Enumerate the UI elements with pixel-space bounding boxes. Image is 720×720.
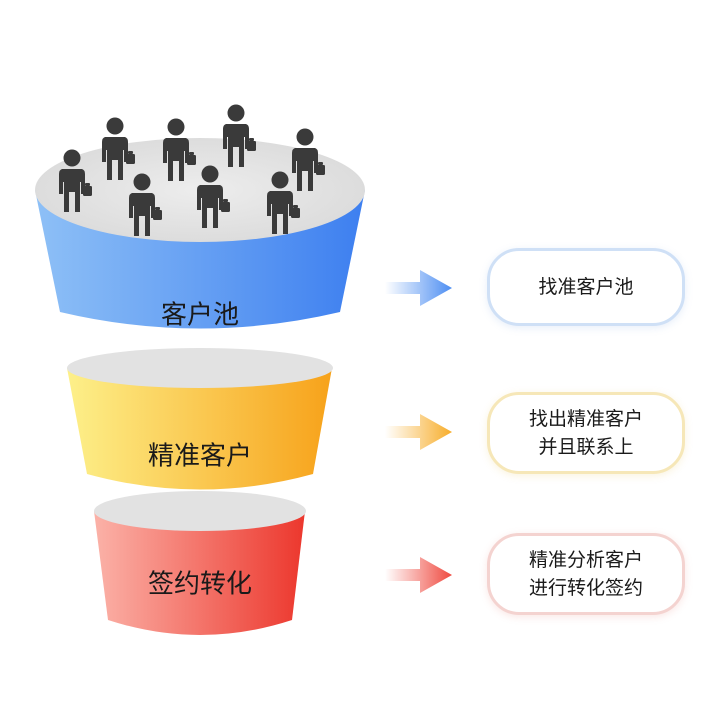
stage-label-3: 签约转化 — [148, 570, 252, 600]
description-line: 找准客户池 — [538, 276, 634, 298]
arrow-right-icon — [385, 414, 452, 450]
funnel-stage-2 — [67, 348, 333, 490]
stage-label-2: 精准客户 — [148, 442, 252, 472]
funnel-stage-3 — [94, 491, 306, 635]
stage-description-box-1: 找准客户池 — [487, 248, 685, 326]
stage-description-box-3: 精准分析客户 进行转化签约 — [487, 533, 685, 615]
description-line: 并且联系上 — [538, 436, 634, 458]
description-line: 找出精准客户 — [528, 408, 643, 430]
arrow-right-icon — [385, 557, 452, 593]
arrow-right-icon — [385, 270, 452, 306]
stage-description-box-2: 找出精准客户 并且联系上 — [487, 392, 685, 474]
stage-label-1: 客户池 — [161, 301, 239, 331]
description-line: 精准分析客户 — [528, 549, 643, 571]
description-line: 进行转化签约 — [528, 577, 643, 599]
